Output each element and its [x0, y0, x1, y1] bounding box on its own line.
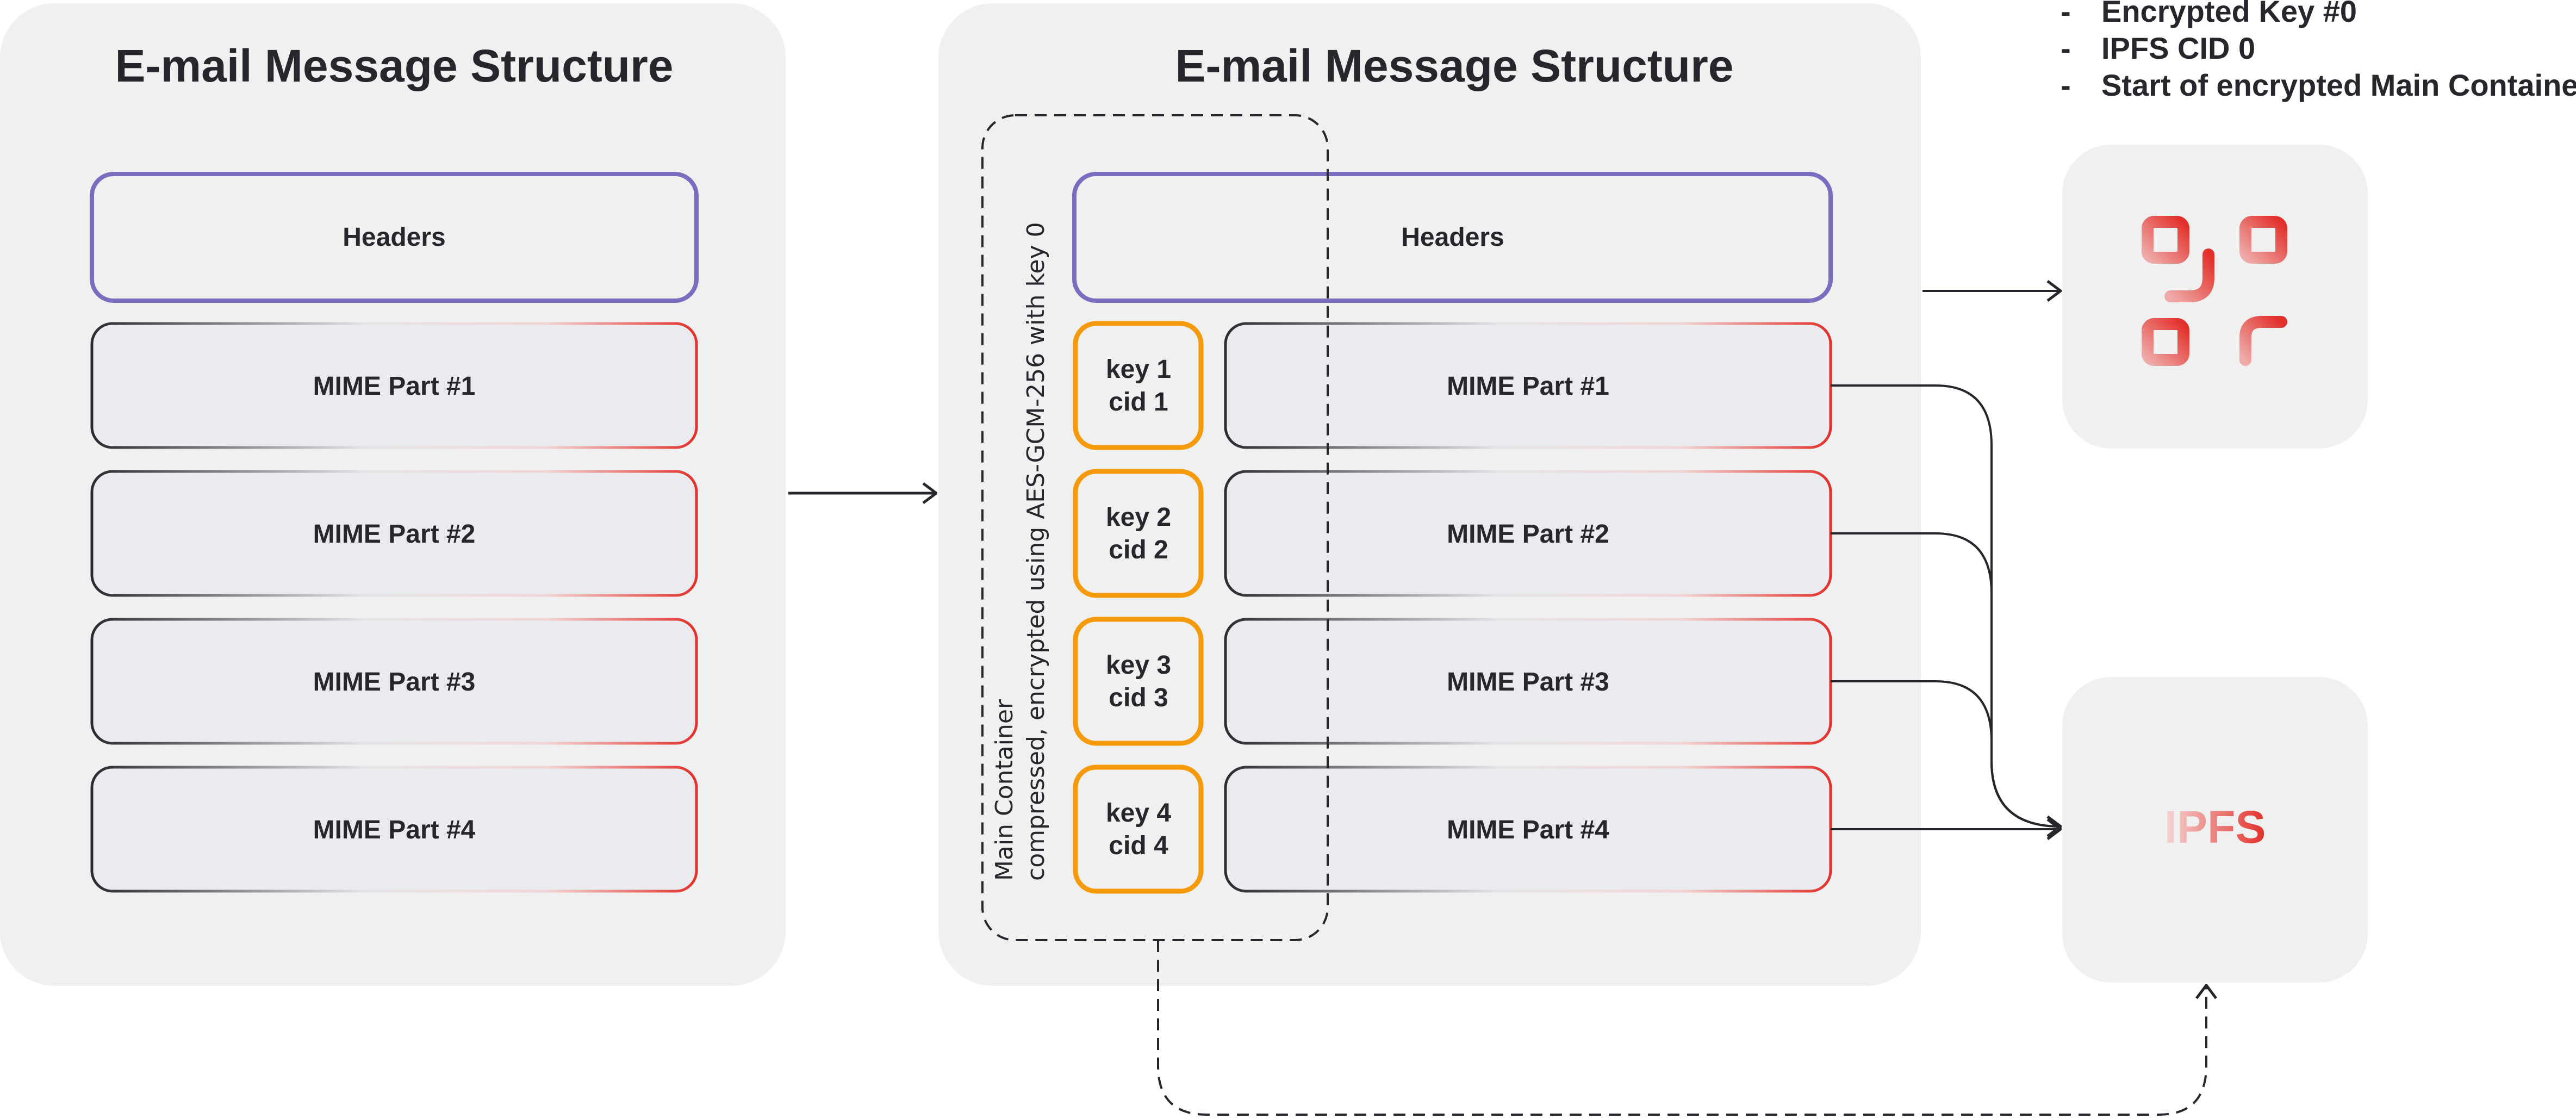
note-bullet: - — [2061, 0, 2071, 28]
right-panel: E-mail Message Structure Headers MIME Pa… — [938, 3, 1921, 986]
mime-part-label: MIME Part #2 — [313, 520, 476, 549]
left-panel-title: E-mail Message Structure — [115, 40, 673, 91]
mime-part-box — [90, 322, 698, 449]
qr-box — [2062, 145, 2368, 449]
note-ipfs-cid: IPFS CID 0 — [2101, 31, 2255, 65]
left-panel: E-mail Message Structure Headers MIME Pa… — [0, 3, 786, 986]
ipfs-label: IPFS — [2164, 801, 2266, 853]
left-mime-part-4: MIME Part #4 — [90, 766, 698, 893]
cid-label: cid 1 — [1109, 388, 1168, 416]
main-container-label: Main Container — [991, 699, 1018, 881]
left-headers-label: Headers — [343, 223, 445, 252]
mime-part-label: MIME Part #2 — [1447, 520, 1609, 549]
mime-part-label: MIME Part #1 — [1447, 372, 1609, 401]
left-mime-part-2: MIME Part #2 — [90, 470, 698, 597]
mime-part-label: MIME Part #4 — [313, 816, 476, 844]
mime-part-label: MIME Part #3 — [313, 668, 476, 697]
key-cid-box-4: key 4 cid 4 — [1073, 764, 1204, 894]
note-encrypted-key: Encrypted Key #0 — [2101, 0, 2357, 28]
note-start-main-container: Start of encrypted Main Container — [2101, 68, 2576, 102]
right-mime-part-4: MIME Part #4 — [1224, 766, 1832, 893]
right-mime-part-2: MIME Part #2 — [1224, 470, 1832, 597]
main-container-description: compressed, encrypted using AES-GCM-256 … — [1022, 222, 1050, 881]
right-panel-title: E-mail Message Structure — [1175, 40, 1733, 91]
main-container-to-ipfs-dashed-arrow — [1157, 940, 2206, 1116]
mime-part-box — [90, 766, 698, 893]
note-bullet: - — [2061, 68, 2071, 102]
connector-mime-part-3 — [1831, 680, 2061, 826]
ipfs-box: IPFS — [2062, 677, 2368, 983]
left-headers-block: Headers — [90, 172, 699, 303]
left-mime-part-3: MIME Part #3 — [90, 618, 698, 745]
key-cid-box-3: key 3 cid 3 — [1073, 617, 1204, 746]
key-label: key 3 — [1106, 651, 1171, 680]
qr-notes-list: - Encrypted Key #0 - IPFS CID 0 - Start … — [2061, 0, 2576, 102]
key-cid-box-2: key 2 cid 2 — [1073, 469, 1204, 598]
main-container-dashed-outline — [981, 114, 1329, 941]
right-mime-part-1: MIME Part #1 — [1224, 322, 1832, 449]
mime-part-label: MIME Part #3 — [1447, 668, 1609, 697]
qr-code-icon — [2142, 215, 2287, 369]
left-mime-part-1: MIME Part #1 — [90, 322, 698, 449]
mime-part-box — [90, 470, 698, 597]
right-headers-block: Headers — [1072, 172, 1833, 303]
right-mime-part-3: MIME Part #3 — [1224, 618, 1832, 745]
key-label: key 1 — [1106, 355, 1171, 384]
mime-part-label: MIME Part #1 — [313, 372, 476, 401]
note-bullet: - — [2061, 31, 2071, 65]
right-headers-label: Headers — [1401, 223, 1504, 252]
key-label: key 4 — [1106, 799, 1171, 828]
cid-label: cid 2 — [1109, 536, 1168, 564]
cid-label: cid 4 — [1109, 831, 1168, 860]
key-label: key 2 — [1106, 503, 1171, 532]
mime-part-box — [90, 618, 698, 745]
mime-part-label: MIME Part #4 — [1447, 816, 1609, 844]
key-cid-box-1: key 1 cid 1 — [1073, 321, 1204, 450]
mime-to-ipfs-connectors — [1831, 384, 2061, 829]
cid-label: cid 3 — [1109, 683, 1168, 712]
